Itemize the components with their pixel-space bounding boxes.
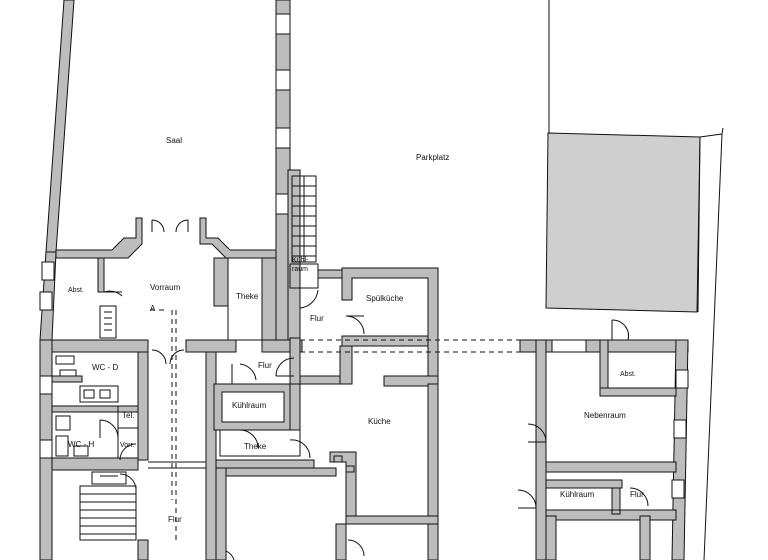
wall-kueche-north	[339, 345, 353, 385]
room-label-spuelkueche: Spülküche	[366, 294, 404, 303]
window-12	[551, 339, 587, 353]
wall-kueche-west	[289, 383, 301, 431]
wall-kueche-east	[427, 383, 439, 560]
room-label-tel: Tel.	[122, 411, 134, 420]
stair-steps	[291, 175, 317, 263]
wall-saal-south-right	[199, 217, 277, 259]
wall-theke-mid-bottom	[215, 459, 315, 469]
room-label-vorr: Vorr.	[120, 442, 134, 449]
section-marker-a: A	[150, 304, 156, 313]
wall-bottom-room	[225, 467, 337, 477]
window-9	[675, 369, 689, 389]
room-label-vorraum: Vorraum	[150, 283, 181, 292]
wall-flur-bottom-sub	[137, 539, 149, 560]
dashed-canopy	[300, 339, 520, 353]
wall-flur-top-east	[317, 269, 345, 279]
window-7	[39, 375, 53, 395]
room-label-wc-d: WC - D	[92, 363, 118, 372]
room-label-kuehlraum-right: Kühlraum	[560, 490, 595, 499]
door-flur-bottom	[119, 461, 206, 491]
wc-h-fixtures	[55, 415, 89, 457]
room-label-abst-left: Abst.	[68, 287, 84, 294]
wall-flur-mid	[289, 337, 301, 385]
door-saal-double	[151, 219, 189, 233]
wall-central-340	[39, 339, 149, 353]
window-1	[275, 13, 291, 35]
parking-area-shaded	[545, 132, 701, 313]
door-nebenraum	[527, 423, 547, 443]
kuehlraum-mid-inner	[221, 391, 285, 423]
wall-theke-east	[261, 257, 277, 341]
wall-wc-bottom	[51, 457, 139, 471]
window-2	[275, 69, 291, 91]
room-label-kueche: Küche	[368, 417, 391, 426]
wall-theke-west	[213, 257, 229, 307]
door-flur-mid	[275, 357, 295, 377]
stair-bottom	[79, 485, 137, 541]
wall-abst-east	[97, 257, 105, 293]
room-label-abst-right: Abst.	[620, 371, 636, 378]
wall-spuelkueche-bottom	[341, 335, 429, 347]
property-boundary	[548, 0, 724, 560]
door-vorr	[119, 443, 137, 461]
room-label-wc-h: WC - H	[68, 440, 94, 449]
room-label-parkplatz: Parkplatz	[416, 153, 449, 162]
room-label-theke-top: Theke	[236, 292, 259, 301]
room-label-flur-mid: Flur	[258, 361, 272, 370]
theke-mid-counter	[219, 429, 301, 457]
room-label-nebenraum: Nebenraum	[584, 411, 626, 420]
room-label-kuehlraum-mid: Kühlraum	[232, 401, 267, 410]
door-kueche-bottom	[347, 539, 365, 557]
door-abst-right	[611, 319, 629, 341]
wall-saal-south-left	[55, 217, 143, 259]
wall-kueche-south	[345, 515, 439, 525]
stair-bottom-rail	[91, 471, 127, 485]
window-10	[673, 419, 687, 439]
door-abst	[103, 290, 123, 297]
door-theke-mid	[289, 439, 311, 459]
room-label-kuehlraum-stair-2: raum	[292, 266, 308, 273]
wall-east-wing-west	[535, 339, 547, 560]
room-label-flur-top: Flur	[310, 314, 324, 323]
window-3	[275, 127, 291, 149]
wall-flur-mid-bottom	[299, 375, 341, 385]
room-label-flur-bottom: Flur	[168, 515, 182, 524]
window-8	[39, 439, 53, 459]
room-label-kuehlraum-stair: Kühl-raum	[292, 257, 309, 273]
wall-bottom-mid	[335, 523, 347, 560]
door-wc	[99, 419, 119, 439]
window-6	[39, 291, 53, 311]
wall-wc-partition	[51, 375, 83, 383]
ramp-abst	[99, 305, 117, 339]
wall-central-340b	[185, 339, 237, 353]
doors-340	[151, 349, 185, 365]
room-label-theke-mid: Theke	[244, 442, 267, 451]
wall-east-bottom	[545, 515, 651, 560]
wall-kuehlraum-right	[545, 479, 677, 521]
window-11	[671, 479, 685, 499]
door-kuehlraum-mid	[231, 363, 257, 384]
room-label-saal: Saal	[166, 136, 182, 145]
kueche-fixtures	[333, 455, 355, 473]
room-label-kuehlraum-stair-1: Kühl-	[292, 257, 309, 264]
door-spuelkueche	[345, 315, 365, 335]
door-kuehlraum-right	[517, 487, 649, 509]
section-line-a	[150, 309, 177, 540]
room-label-flur-right: Flur	[630, 490, 644, 499]
wall-abst-right	[599, 339, 677, 397]
door-flur-top	[299, 288, 319, 309]
wall-spuelkueche	[341, 267, 439, 385]
window-5	[41, 261, 55, 281]
wall-nebenraum-south	[545, 461, 677, 473]
wall-bottom-left-mid	[215, 467, 227, 560]
wall-saal-west	[45, 0, 75, 253]
wall-wc-east	[137, 351, 149, 461]
wall-flur-bottom-east	[205, 351, 217, 560]
